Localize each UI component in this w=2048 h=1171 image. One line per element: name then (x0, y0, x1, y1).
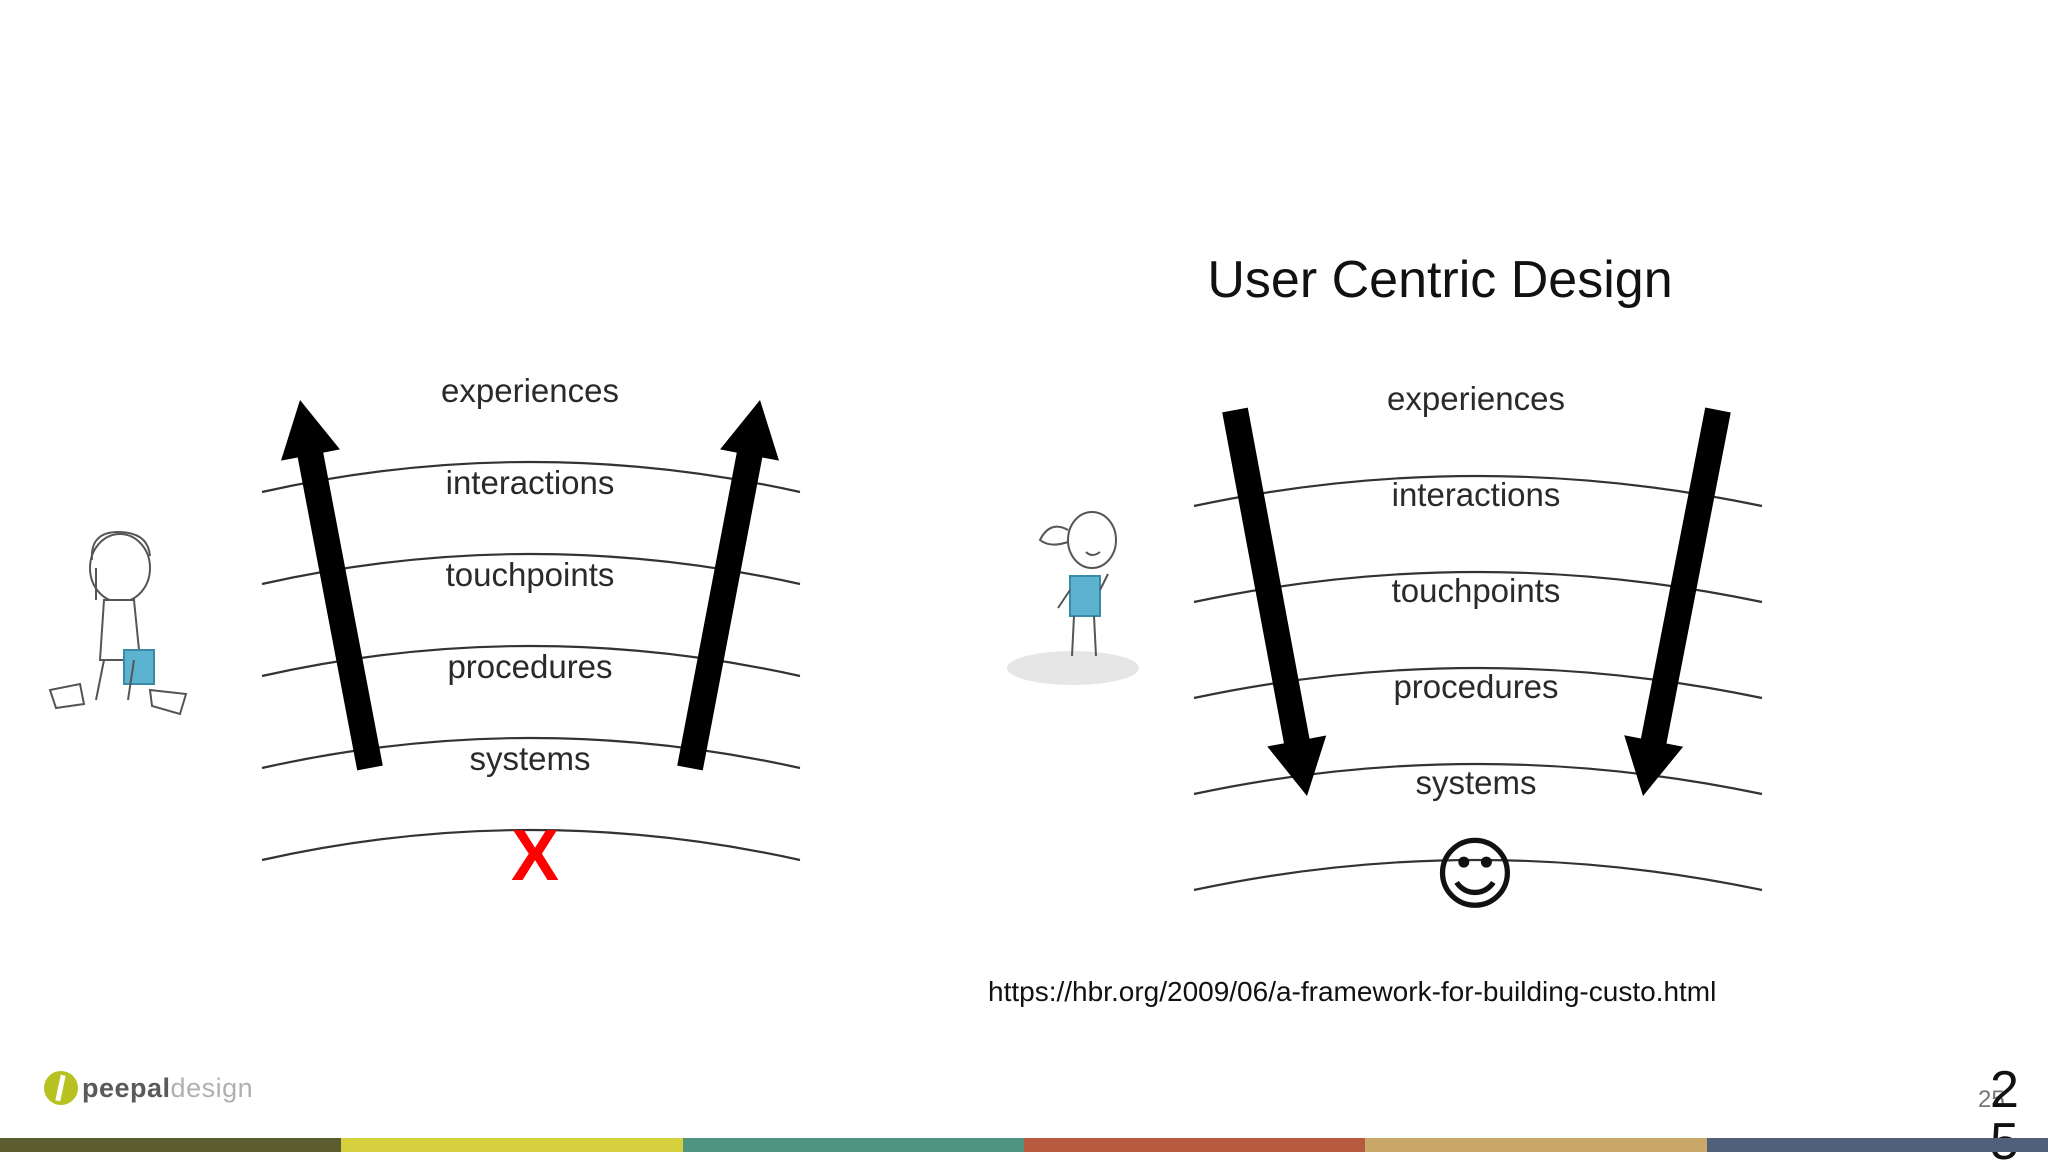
footer-color-segment (1706, 1138, 2048, 1152)
right-layer-diagram: experiences interactions touchpoints proced… (1193, 380, 1763, 892)
layer-label: touchpoints (446, 556, 615, 593)
layer-label: experiences (441, 372, 619, 409)
smiley-icon: ☺ (1433, 828, 1517, 921)
left-layer-diagram: experiences interactions touchpoints proced… (261, 372, 801, 862)
arrow-up-icon (280, 400, 383, 771)
layer-label: interactions (446, 464, 615, 501)
layer-label: interactions (1392, 476, 1561, 513)
footer-color-segment (0, 1138, 342, 1152)
layer-boundary-arc (1193, 762, 1763, 796)
logo-text-design: design (170, 1072, 254, 1103)
footer-color-segment (341, 1138, 683, 1152)
layer-label: experiences (1387, 380, 1565, 417)
leaf-icon (44, 1071, 78, 1105)
arrow-down-icon (1222, 407, 1327, 796)
page-number-small: 25 (1978, 1086, 2005, 1113)
layer-label: touchpoints (1392, 572, 1561, 609)
peepal-design-logo: peepal design (44, 1070, 253, 1106)
footer-color-segment (1023, 1138, 1366, 1152)
footer-color-bar (0, 1138, 2048, 1152)
arrow-up-icon (677, 400, 780, 771)
layer-boundary-arc (1193, 858, 1763, 892)
layer-boundary-arc (261, 460, 801, 494)
arrow-down-icon (1624, 407, 1731, 796)
layer-label: procedures (447, 648, 612, 685)
source-link[interactable]: https://hbr.org/2009/06/a-framework-for-… (988, 976, 1717, 1007)
footer-color-segment (682, 1138, 1024, 1152)
layer-boundary-arc (261, 736, 801, 770)
layer-label: systems (1415, 764, 1536, 801)
layer-label: systems (469, 740, 590, 777)
happy-person-illustration (1007, 511, 1139, 685)
diagram-title: User Centric Design (1207, 251, 1673, 309)
logo-text-peepal: peepal (82, 1072, 171, 1103)
layer-boundary-arc (261, 644, 801, 678)
frustrated-person-illustration (48, 530, 188, 716)
reject-mark: X (510, 816, 560, 896)
footer-color-segment (1365, 1138, 1707, 1152)
page-number-large: 25 (1990, 1061, 2019, 1168)
layer-boundary-arc (261, 828, 801, 862)
layer-boundary-arc (1193, 474, 1763, 508)
layer-label: procedures (1393, 668, 1558, 705)
